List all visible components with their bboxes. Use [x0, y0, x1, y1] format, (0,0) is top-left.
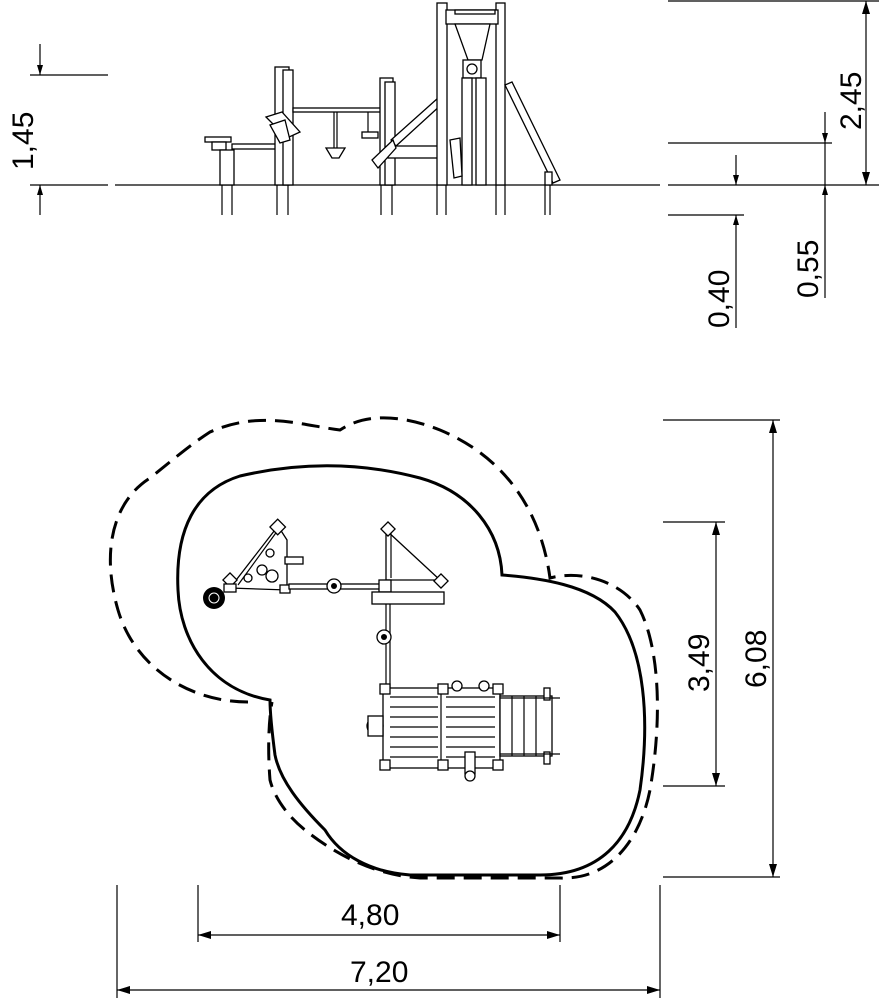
plan-view: 3,49 6,08 4,80 7,20 [108, 416, 780, 998]
round-element [203, 587, 225, 609]
equipment-plan [203, 518, 560, 782]
dim-label-2-45: 2,45 [835, 72, 868, 130]
dim-label-3-49: 3,49 [683, 634, 716, 692]
equipment-elevation [204, 2, 561, 215]
safety-zone-outer [108, 416, 659, 880]
arrow-2-45-top [862, 1, 870, 14]
dim-label-0-55: 0,55 [792, 240, 825, 298]
impact-zone-inner [176, 464, 647, 877]
elevation-view: 1,45 2,45 0,55 0,40 [7, 0, 879, 328]
dim-label-7-20: 7,20 [350, 956, 408, 989]
dim-label-0-40: 0,40 [703, 270, 736, 328]
dim-label-4-80: 4,80 [341, 899, 399, 932]
dim-label-6-08: 6,08 [740, 630, 773, 688]
dim-label-1-45: 1,45 [7, 112, 40, 170]
arrow-2-45-bottom [862, 172, 870, 185]
